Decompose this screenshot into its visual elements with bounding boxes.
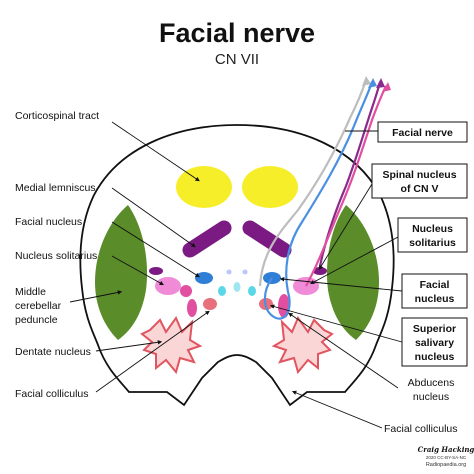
label-salivary-line-1: Superior bbox=[413, 323, 456, 335]
arrowhead-pink bbox=[382, 82, 391, 92]
label-salivary-line-3: nucleus bbox=[415, 351, 455, 363]
leader-facial-colliculus-left bbox=[95, 310, 210, 393]
credit-site: Radiopaedia.org bbox=[426, 462, 466, 468]
leader-cerebellar-peduncle bbox=[69, 290, 123, 303]
label-solitarius-line-1: Nucleus bbox=[412, 223, 453, 235]
credit-author: Craig Hacking bbox=[418, 445, 474, 454]
label-abducens-line-2: nucleus bbox=[413, 391, 449, 403]
salivary-nucleus-left bbox=[203, 298, 217, 310]
corticospinal-tract-right bbox=[242, 166, 298, 208]
cerebellar-peduncle-right bbox=[326, 205, 379, 340]
leader-spinal-nucleus-cn-v bbox=[318, 183, 373, 270]
dentate-nucleus-right bbox=[271, 315, 334, 375]
credit-license: 2020 CC-BY-SA-NC bbox=[426, 455, 467, 460]
diagram-title: Facial nerve bbox=[159, 18, 315, 48]
leader-superior-salivary bbox=[269, 304, 403, 343]
midline-nucleus-1 bbox=[218, 286, 226, 296]
pink-nucleus-left bbox=[180, 285, 192, 297]
facial-nerve-fiber-purple bbox=[318, 81, 382, 267]
medial-lemniscus-right bbox=[242, 220, 292, 258]
label-corticospinal-tract: Corticospinal tract bbox=[15, 110, 99, 122]
label-mcp-line-2: cerebellar bbox=[15, 300, 62, 312]
label-spinal-nucleus-line-2: of CN V bbox=[401, 183, 439, 195]
label-facial-nucleus-line-1: Facial bbox=[420, 279, 450, 291]
box-superior-salivary-nucleus bbox=[401, 317, 468, 367]
leader-facial-nucleus-right bbox=[279, 276, 403, 292]
leader-nucleus-solitarius-right bbox=[310, 236, 399, 285]
small-purple-nucleus-right bbox=[313, 267, 327, 275]
label-spinal-nucleus-line-1: Spinal nucleus bbox=[382, 169, 456, 181]
label-facial-nucleus-left: Facial nucleus bbox=[15, 216, 82, 228]
label-mcp-line-1: Middle bbox=[15, 286, 46, 298]
label-mcp-line-3: peduncle bbox=[15, 314, 58, 326]
leader-nucleus-solitarius-left bbox=[111, 255, 164, 286]
label-dentate-nucleus: Dentate nucleus bbox=[15, 346, 91, 358]
leader-facial-colliculus-right bbox=[291, 390, 383, 429]
midline-nucleus-4 bbox=[226, 269, 232, 275]
abducens-nucleus-left bbox=[187, 299, 197, 317]
leader-abducens-nucleus bbox=[288, 312, 399, 389]
label-medial-lemniscus: Medial lemniscus bbox=[15, 182, 96, 194]
label-facial-nucleus-line-2: nucleus bbox=[415, 293, 455, 305]
leader-facial-nucleus-left bbox=[111, 221, 200, 278]
leader-corticospinal bbox=[111, 121, 200, 182]
label-facial-colliculus-right: Facial colliculus bbox=[384, 423, 458, 435]
midline-nucleus-5 bbox=[242, 269, 248, 275]
box-facial-nerve bbox=[377, 121, 468, 143]
leader-medial-lemniscus bbox=[111, 187, 196, 248]
cerebellar-peduncle-left bbox=[95, 205, 148, 340]
label-solitarius-line-2: solitarius bbox=[409, 237, 456, 249]
arrowhead-purple bbox=[376, 78, 385, 88]
box-spinal-nucleus-cn-v bbox=[371, 163, 468, 199]
arrowhead-gray bbox=[362, 76, 371, 86]
dentate-nucleus-left bbox=[140, 315, 203, 375]
label-facial-nerve: Facial nerve bbox=[392, 127, 453, 139]
box-nucleus-solitarius bbox=[397, 217, 468, 253]
facial-nerve-fiber-gray bbox=[258, 79, 368, 287]
midline-nucleus-2 bbox=[233, 282, 241, 292]
facial-nucleus-left bbox=[195, 272, 213, 284]
arrowhead-blue bbox=[368, 78, 377, 88]
midline-nucleus-3 bbox=[248, 286, 256, 296]
label-facial-colliculus-left: Facial colliculus bbox=[15, 388, 89, 400]
corticospinal-tract-left bbox=[176, 166, 232, 208]
spinal-nucleus-cn-v-left bbox=[155, 277, 181, 295]
facial-nerve-fiber-blue bbox=[263, 81, 374, 320]
label-nucleus-solitarius-left: Nucleus solitarius bbox=[15, 250, 97, 262]
box-facial-nucleus bbox=[401, 273, 468, 309]
facial-nerve-fiber-pink bbox=[305, 85, 387, 287]
leader-dentate-nucleus bbox=[95, 340, 163, 352]
label-abducens-line-1: Abducens bbox=[408, 377, 455, 389]
label-salivary-line-2: salivary bbox=[415, 337, 454, 349]
diagram-subtitle: CN VII bbox=[215, 51, 259, 68]
small-purple-nucleus-left bbox=[149, 267, 163, 275]
